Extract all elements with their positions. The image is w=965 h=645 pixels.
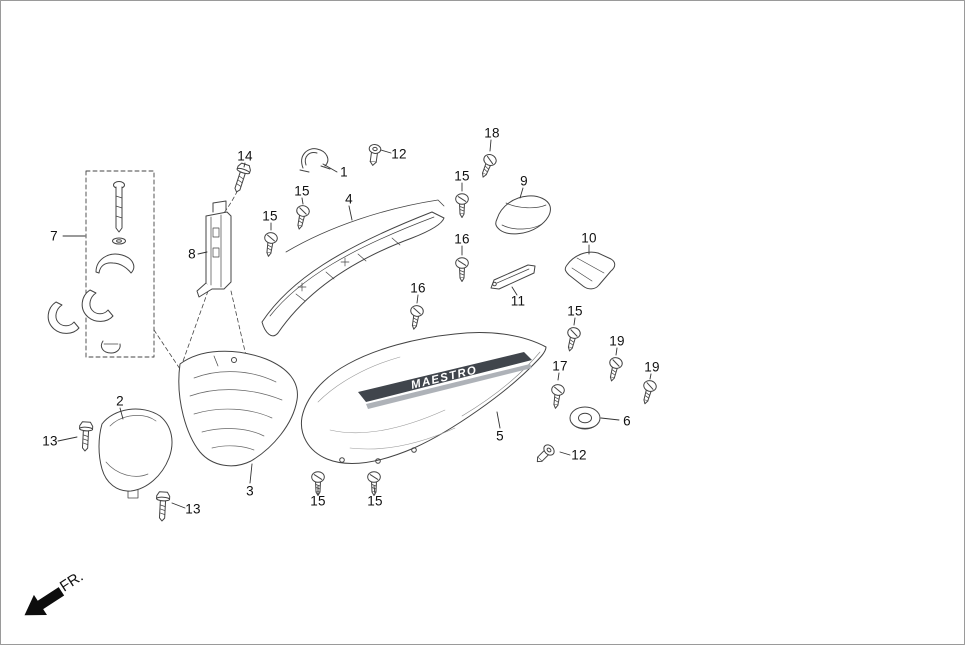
part-13-bolt (77, 421, 94, 452)
brand-stripe-dark (358, 352, 532, 402)
part-19-screw (604, 355, 624, 383)
part-1-clip (300, 149, 330, 172)
part-16-screw (455, 257, 469, 282)
part-18-screw (476, 152, 499, 181)
leader-lines (58, 140, 651, 508)
part-15-screw (455, 193, 469, 218)
construction-lines (154, 178, 247, 378)
part-4-center-cover (262, 200, 444, 336)
part-3-front-panel (179, 351, 298, 466)
fr-direction-arrow (24, 587, 65, 616)
part-16-screw (407, 304, 425, 331)
part-15-screw (261, 231, 279, 258)
part-5-body-cover: MAESTRO (301, 333, 546, 464)
part-19-screw (638, 378, 659, 407)
part-15-screw (292, 204, 311, 231)
part-2-lower-panel (99, 409, 172, 498)
part-12-pin (366, 143, 382, 167)
part-10-bracket (565, 252, 614, 289)
part-13-bolt (154, 491, 171, 522)
part-14-bolt (229, 161, 253, 195)
fr-indicator: FR. (24, 568, 86, 616)
part-15-screw (367, 471, 381, 496)
part-17-screw (548, 383, 566, 410)
part-7-grip-kit-box (48, 170, 155, 358)
part-8-bracket (197, 201, 231, 297)
part-15-screw (562, 325, 582, 353)
part-9-small-cover (496, 196, 551, 234)
part-11-stay (491, 265, 535, 289)
part-12-pin (532, 442, 557, 467)
brand-stripe-light (366, 364, 532, 409)
part-6-grommet (570, 407, 600, 429)
